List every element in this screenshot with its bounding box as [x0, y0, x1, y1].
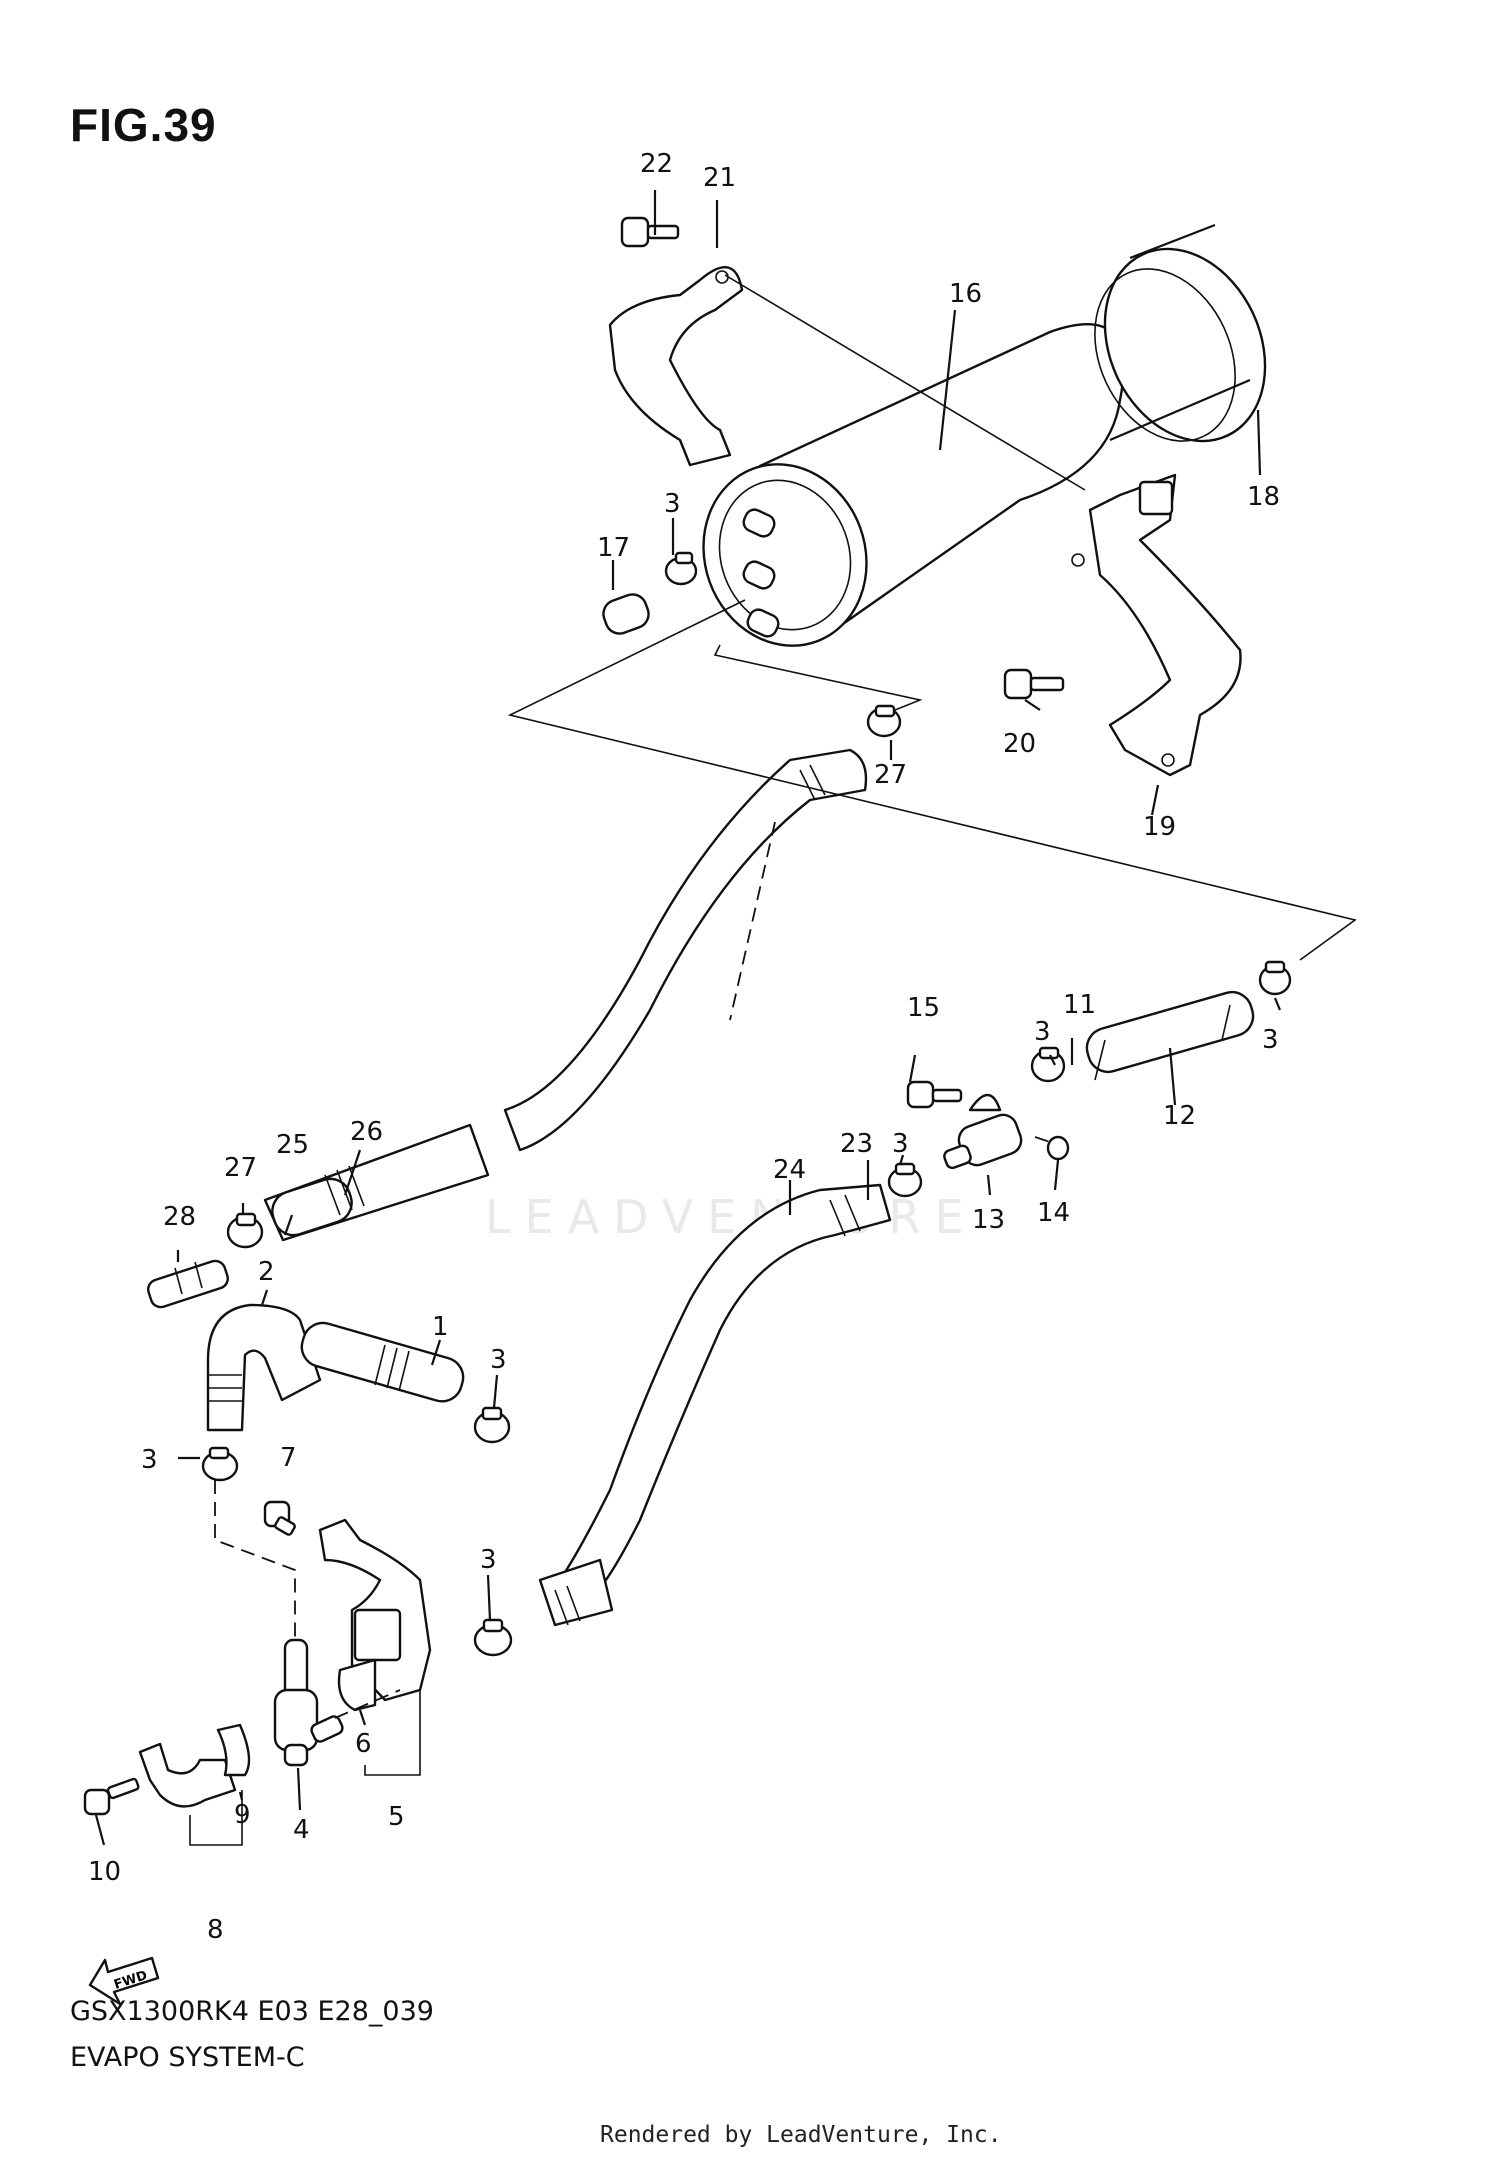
callout-10: 10 — [88, 1857, 121, 1887]
band-18[interactable] — [1068, 223, 1295, 468]
bolt-7[interactable] — [263, 1500, 296, 1536]
render-credit: Rendered by LeadVenture, Inc. — [600, 2122, 1002, 2148]
callout-11: 11 — [1063, 990, 1096, 1020]
pipe-25[interactable] — [267, 1165, 365, 1240]
callout-4: 4 — [293, 1815, 310, 1845]
callout-13: 13 — [972, 1205, 1005, 1235]
clamp-3-left[interactable] — [201, 1446, 239, 1482]
callout-15: 15 — [907, 993, 940, 1023]
callout-3-left: 3 — [141, 1445, 158, 1475]
callout-16: 16 — [949, 279, 982, 309]
figure-title: FIG.39 — [70, 99, 217, 151]
clamp-3-pipe23[interactable] — [887, 1162, 923, 1198]
callout-20: 20 — [1003, 729, 1036, 759]
callout-3-canister: 3 — [664, 489, 681, 519]
valve-13[interactable] — [943, 1093, 1025, 1170]
callout-17: 17 — [597, 533, 630, 563]
bracket-6[interactable] — [337, 1658, 377, 1712]
callout-22: 22 — [640, 149, 673, 179]
clamp-3-upper[interactable] — [664, 551, 698, 586]
callout-24: 24 — [773, 1155, 806, 1185]
callout-9: 9 — [234, 1800, 251, 1830]
callout-3-pipe12-right: 3 — [1262, 1025, 1279, 1055]
callout-27-lower: 27 — [224, 1153, 257, 1183]
clamp-8[interactable] — [138, 1742, 237, 1808]
connection-lines — [214, 274, 1357, 1719]
callout-19: 19 — [1143, 812, 1176, 842]
callout-numbers: 22 21 16 18 20 19 17 3 27 26 25 27 28 2 … — [88, 149, 1280, 1945]
leader-lines — [94, 190, 1282, 1846]
bracket-19[interactable] — [1071, 473, 1242, 777]
bolt-22[interactable] — [620, 216, 680, 248]
callout-3-pipe12: 3 — [1034, 1017, 1051, 1047]
callout-12: 12 — [1163, 1101, 1196, 1131]
callout-2: 2 — [258, 1257, 275, 1287]
callout-1: 1 — [432, 1312, 449, 1342]
clamp-3-lower[interactable] — [473, 1618, 513, 1657]
bolt-20[interactable] — [1003, 668, 1065, 700]
pipe-23[interactable] — [829, 1194, 861, 1237]
callout-23: 23 — [840, 1129, 873, 1159]
clamp-3-hose1[interactable] — [473, 1406, 511, 1444]
clamp-27-lower[interactable] — [226, 1212, 264, 1249]
callout-21: 21 — [703, 163, 736, 193]
section-name: EVAPO SYSTEM-C — [70, 2042, 305, 2073]
callout-18: 18 — [1247, 482, 1280, 512]
hose-2[interactable] — [206, 1303, 322, 1432]
clamp-27-upper[interactable] — [866, 704, 902, 738]
pipe-12[interactable] — [1082, 987, 1258, 1081]
canister-16[interactable] — [678, 323, 1125, 669]
callout-14: 14 — [1037, 1198, 1070, 1228]
callout-6: 6 — [355, 1729, 372, 1759]
bolt-15[interactable] — [906, 1080, 963, 1109]
callout-27-upper: 27 — [874, 760, 907, 790]
bolt-10[interactable] — [83, 1777, 140, 1816]
callout-8: 8 — [207, 1915, 224, 1945]
clamp-3-pipe12-right[interactable] — [1258, 960, 1292, 996]
callout-25: 25 — [276, 1130, 309, 1160]
clamp-3-pipe12-left[interactable] — [1030, 1046, 1066, 1083]
model-code: GSX1300RK4 E03 E28_039 — [70, 1996, 434, 2027]
callout-3-lower: 3 — [480, 1545, 497, 1575]
plug-17[interactable] — [600, 591, 653, 638]
connector-28[interactable] — [146, 1258, 231, 1309]
callout-3-pipe23: 3 — [892, 1129, 909, 1159]
bracket-5[interactable] — [318, 1518, 432, 1702]
hose-1[interactable] — [297, 1318, 468, 1406]
callout-26: 26 — [350, 1117, 383, 1147]
bracket-21[interactable] — [608, 265, 744, 467]
clamp-9[interactable] — [216, 1723, 251, 1777]
callout-5: 5 — [388, 1802, 405, 1832]
callout-28: 28 — [163, 1202, 196, 1232]
fwd-arrow-icon: FWD — [88, 1956, 160, 2006]
valve-4[interactable] — [273, 1638, 344, 1767]
callout-7: 7 — [280, 1443, 297, 1473]
callout-3-hose1: 3 — [490, 1345, 507, 1375]
washer-14[interactable] — [1046, 1135, 1070, 1161]
hose-24[interactable] — [538, 1183, 892, 1627]
